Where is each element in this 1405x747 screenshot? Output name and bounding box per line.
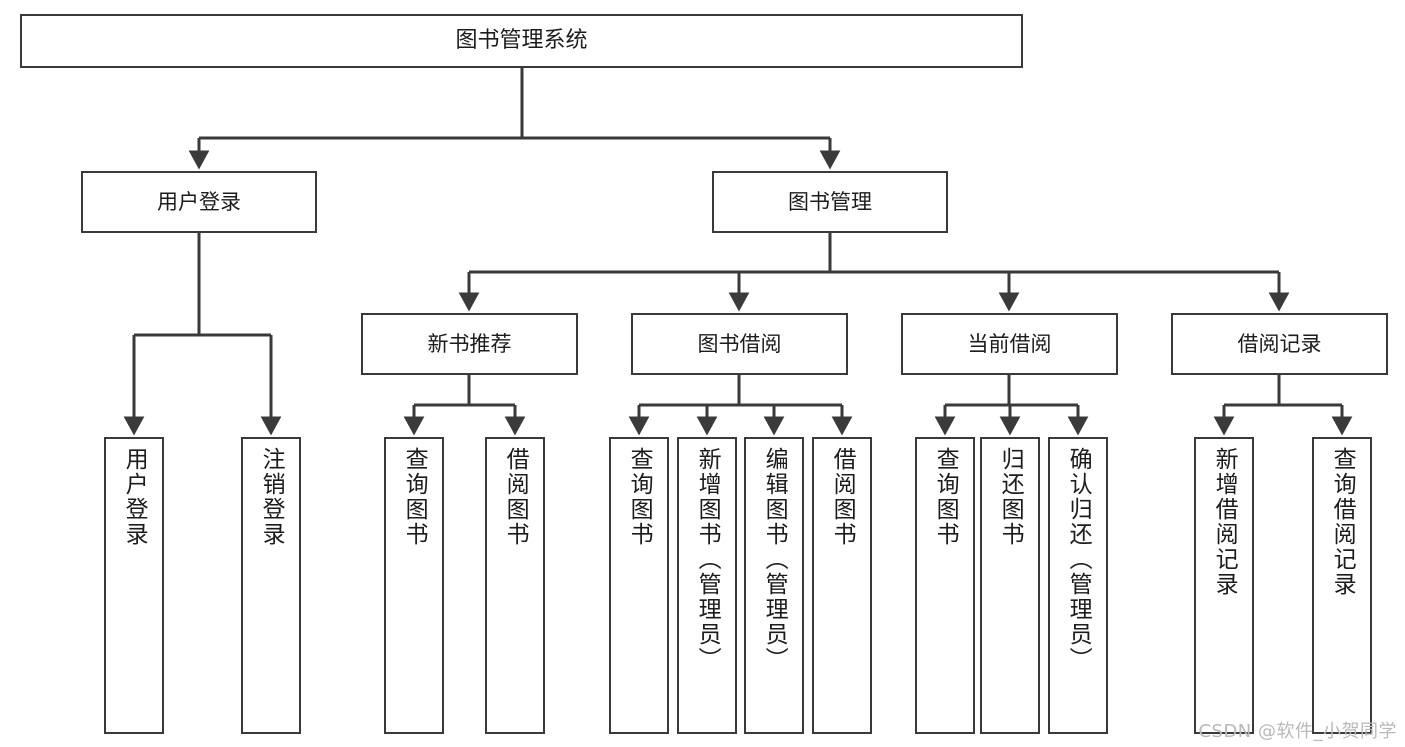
node-user-login[interactable]: 用户登录 [81, 171, 317, 233]
node-book-management[interactable]: 图书管理 [712, 171, 948, 233]
node-borrowing-record[interactable]: 借阅记录 [1171, 313, 1388, 375]
node-current-borrowing-label: 当前借阅 [967, 331, 1052, 356]
leaf-query-borrow-record-label: 查询借阅记录 [1329, 447, 1356, 597]
leaf-user-login[interactable]: 用户登录 [104, 437, 164, 734]
leaf-add-borrow-record[interactable]: 新增借阅记录 [1194, 437, 1254, 734]
leaf-edit-book-admin[interactable]: 编辑图书（管理员） [744, 437, 804, 734]
leaf-add-borrow-record-label: 新增借阅记录 [1211, 447, 1238, 597]
leaf-edit-book-admin-label: 编辑图书（管理员） [761, 447, 788, 672]
node-book-borrowing[interactable]: 图书借阅 [631, 313, 848, 375]
watermark: CSDN @软件_小贺同学 [1198, 721, 1397, 742]
leaf-logout-label: 注销登录 [258, 447, 285, 547]
leaf-query-book-2-label: 查询图书 [626, 447, 653, 547]
leaf-query-book-1-label: 查询图书 [401, 447, 428, 547]
leaf-query-book-3[interactable]: 查询图书 [915, 437, 975, 734]
node-book-borrowing-label: 图书借阅 [697, 331, 782, 356]
node-current-borrowing[interactable]: 当前借阅 [901, 313, 1118, 375]
node-book-management-label: 图书管理 [788, 189, 872, 214]
leaf-add-book-admin[interactable]: 新增图书（管理员） [677, 437, 737, 734]
leaf-borrow-book-1[interactable]: 借阅图书 [485, 437, 545, 734]
node-borrowing-record-label: 借阅记录 [1237, 331, 1322, 356]
node-new-book-recommendation-label: 新书推荐 [427, 331, 512, 356]
leaf-query-book-2[interactable]: 查询图书 [609, 437, 669, 734]
leaf-add-book-admin-label: 新增图书（管理员） [694, 447, 721, 672]
leaf-return-book-label: 归还图书 [997, 447, 1024, 547]
node-root-label: 图书管理系统 [455, 28, 588, 54]
leaf-borrow-book-2-label: 借阅图书 [829, 447, 856, 547]
leaf-query-book-1[interactable]: 查询图书 [384, 437, 444, 734]
leaf-user-login-label: 用户登录 [121, 447, 148, 547]
leaf-borrow-book-1-label: 借阅图书 [502, 447, 529, 547]
leaf-query-borrow-record[interactable]: 查询借阅记录 [1312, 437, 1372, 734]
leaf-confirm-return-admin[interactable]: 确认归还（管理员） [1048, 437, 1108, 734]
node-user-login-label: 用户登录 [157, 189, 241, 214]
node-new-book-recommendation[interactable]: 新书推荐 [361, 313, 578, 375]
node-root[interactable]: 图书管理系统 [20, 14, 1023, 68]
leaf-return-book[interactable]: 归还图书 [980, 437, 1040, 734]
leaf-borrow-book-2[interactable]: 借阅图书 [812, 437, 872, 734]
leaf-confirm-return-admin-label: 确认归还（管理员） [1065, 447, 1092, 672]
leaf-logout[interactable]: 注销登录 [241, 437, 301, 734]
leaf-query-book-3-label: 查询图书 [932, 447, 959, 547]
